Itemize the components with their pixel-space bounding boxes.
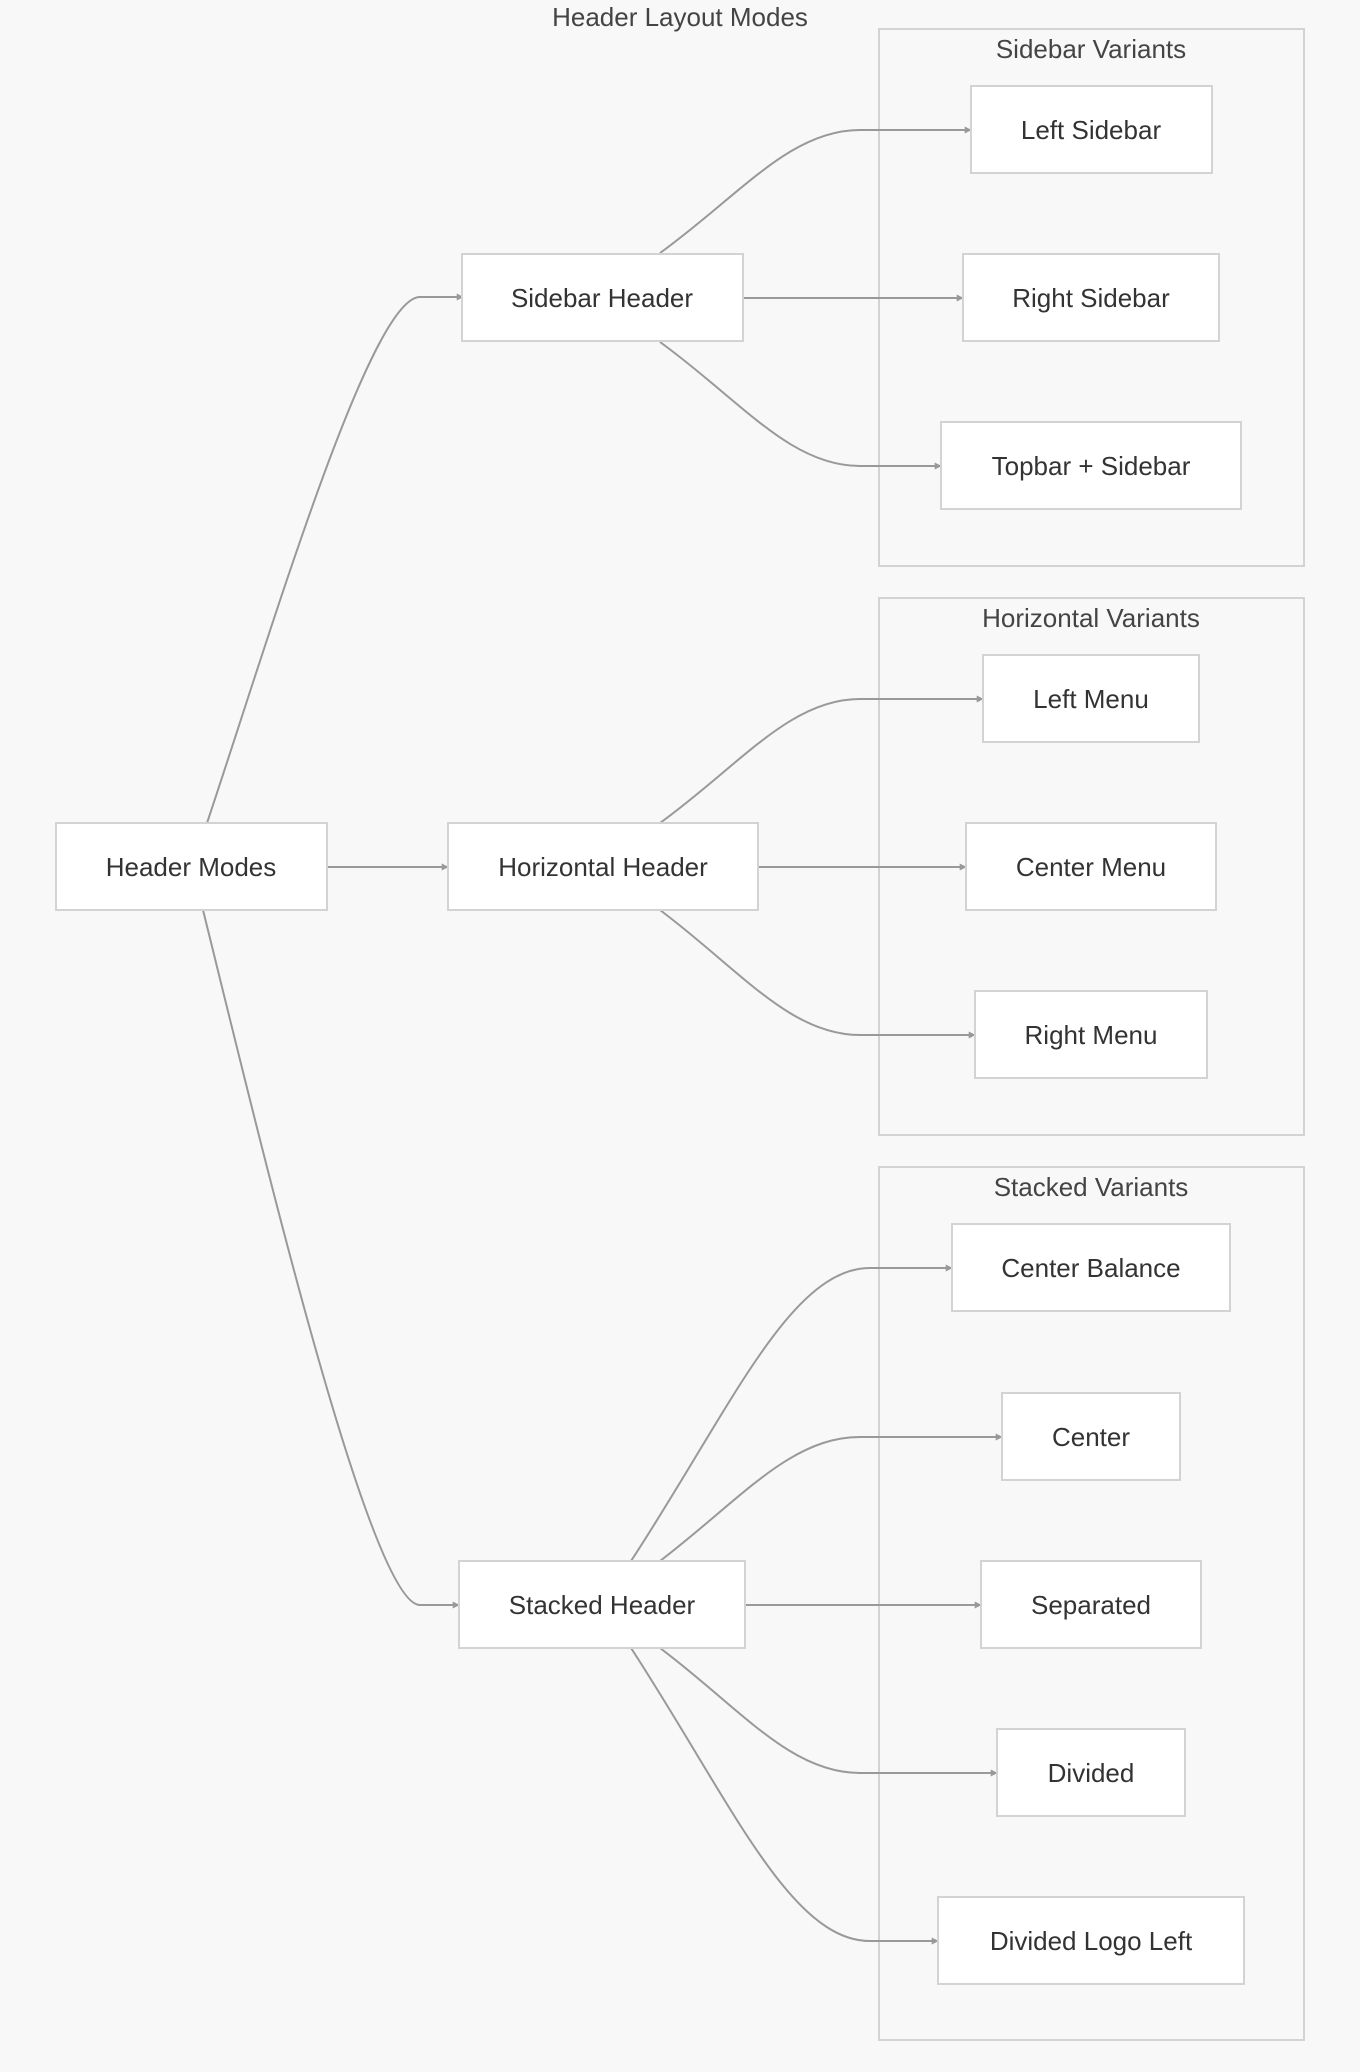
node-topbar-sidebar-label: Topbar + Sidebar	[992, 451, 1191, 481]
node-divided-logo-left-label: Divided Logo Left	[990, 1926, 1193, 1956]
node-header-modes-label: Header Modes	[106, 852, 277, 882]
node-center[interactable]: Center	[1001, 1392, 1181, 1481]
edge-horizontal-header-to-left-menu	[659, 695, 984, 824]
edge-sidebar-header-to-topbar-sidebar	[659, 341, 942, 470]
diagram-title: Header Layout Modes	[552, 2, 808, 32]
node-right-menu-label: Right Menu	[1025, 1020, 1158, 1050]
node-center-label: Center	[1052, 1422, 1130, 1452]
node-header-modes[interactable]: Header Modes	[55, 822, 328, 911]
node-left-sidebar[interactable]: Left Sidebar	[970, 85, 1213, 174]
node-divided-logo-left[interactable]: Divided Logo Left	[937, 1896, 1245, 1985]
node-right-sidebar[interactable]: Right Sidebar	[962, 253, 1220, 342]
edge-stacked-header-to-divided	[659, 1647, 998, 1777]
node-right-menu[interactable]: Right Menu	[974, 990, 1208, 1079]
group-sidebar-variants-label: Sidebar Variants	[996, 34, 1186, 64]
node-topbar-sidebar[interactable]: Topbar + Sidebar	[940, 421, 1242, 510]
node-left-menu[interactable]: Left Menu	[982, 654, 1200, 743]
node-separated[interactable]: Separated	[980, 1560, 1202, 1649]
node-sidebar-header[interactable]: Sidebar Header	[461, 253, 744, 342]
node-stacked-header-label: Stacked Header	[509, 1590, 696, 1620]
node-divided[interactable]: Divided	[996, 1728, 1186, 1817]
node-left-menu-label: Left Menu	[1033, 684, 1149, 714]
node-center-balance-label: Center Balance	[1001, 1253, 1180, 1283]
node-sidebar-header-label: Sidebar Header	[511, 283, 693, 313]
node-center-menu[interactable]: Center Menu	[965, 822, 1217, 911]
node-horizontal-header[interactable]: Horizontal Header	[447, 822, 759, 911]
edge-header-modes-to-sidebar-header	[206, 293, 464, 824]
node-right-sidebar-label: Right Sidebar	[1012, 283, 1170, 313]
edge-horizontal-header-to-right-menu	[659, 909, 976, 1039]
group-stacked-variants-label: Stacked Variants	[994, 1172, 1189, 1202]
node-left-sidebar-label: Left Sidebar	[1021, 115, 1162, 145]
edge-stacked-header-to-divided-logo-left	[630, 1647, 939, 1945]
node-divided-label: Divided	[1048, 1758, 1135, 1788]
edge-header-modes-to-stacked-header	[202, 909, 460, 1609]
node-stacked-header[interactable]: Stacked Header	[458, 1560, 746, 1649]
group-horizontal-variants-label: Horizontal Variants	[982, 603, 1200, 633]
edge-sidebar-header-to-left-sidebar	[659, 126, 972, 254]
node-center-balance[interactable]: Center Balance	[951, 1223, 1231, 1312]
edge-stacked-header-to-center-balance	[630, 1264, 953, 1562]
node-separated-label: Separated	[1031, 1590, 1151, 1620]
edge-stacked-header-to-center	[659, 1433, 1003, 1562]
node-horizontal-header-label: Horizontal Header	[498, 852, 708, 882]
node-center-menu-label: Center Menu	[1016, 852, 1166, 882]
